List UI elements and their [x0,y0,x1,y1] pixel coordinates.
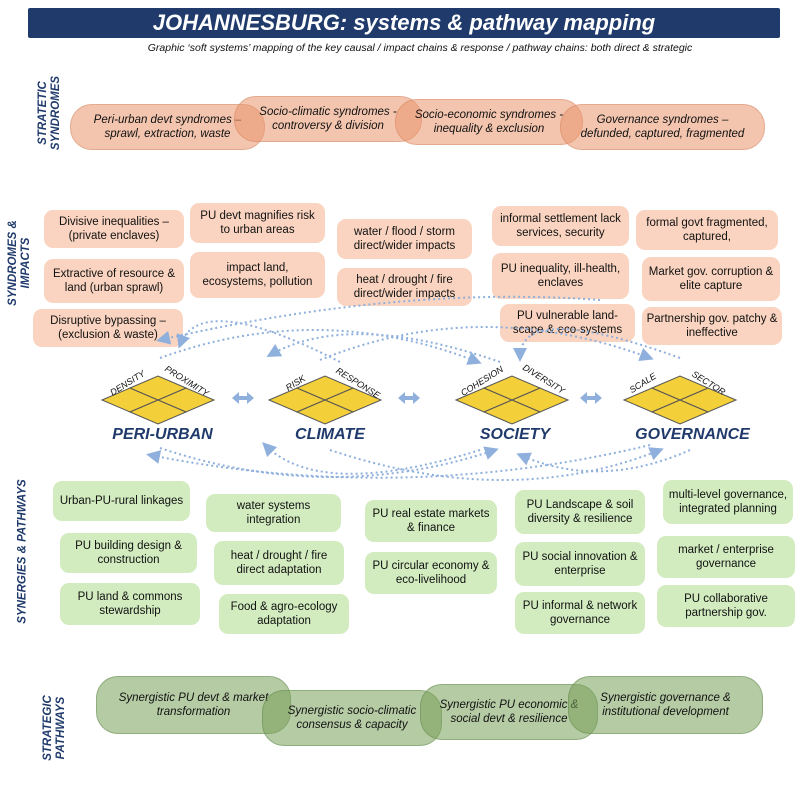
impact-box: Divisive inequalities – (private enclave… [44,210,184,248]
diamond-cell [295,399,355,425]
impact-box: PU devt magnifies risk to urban areas [190,203,325,243]
causal-arc [513,328,681,362]
node-governance: GOVERNANCE [635,426,750,443]
node-diamond [100,375,216,425]
node-climate: CLIMATE [295,426,365,443]
pathway-box: water systems integration [206,494,341,532]
node-society: SOCIETY [479,426,551,443]
pathway-box: Urban-PU-rural linkages [53,481,190,521]
diamond-cell [650,399,710,425]
causal-arc [156,295,601,345]
diamond-cell [295,375,355,401]
diamond-cell [482,399,542,425]
diamond-cell [128,399,188,425]
impact-box: PU inequality, ill-health, enclaves [492,253,629,299]
impact-box: Partnership gov. patchy & ineffective [642,307,782,345]
double-arrow-icon [398,392,420,404]
strategic-syndrome-socio-economic: Socio-economic syndromes - inequality & … [395,99,583,145]
pathway-box: heat / drought / fire direct adaptation [214,541,344,585]
diamond-cell [128,375,188,401]
strategic-syndrome-governance: Governance syndromes – defunded, capture… [560,104,765,150]
pathway-box: PU collaborative partnership gov. [657,585,795,627]
impact-box: informal settlement lack services, secur… [492,206,629,246]
node-peri-urban: PERI-URBAN [112,426,213,443]
causal-arc [319,326,654,362]
impact-box: impact land, ecosystems, pollution [190,252,325,298]
impact-box: PU vulnerable land-scape & eco-systems [500,304,635,342]
response-arc [159,446,499,478]
pathway-box: PU real estate markets & finance [365,500,497,542]
node-diamond [622,375,738,425]
impact-box: heat / drought / fire direct/wider impac… [337,268,472,306]
strategic-pathway-pu-devt: Synergistic PU devt & market transformat… [96,676,291,734]
pathway-box: PU Landscape & soil diversity & resilien… [515,490,645,534]
impact-box: formal govt fragmented, captured, [636,210,778,250]
double-arrow-icon [580,392,602,404]
pathway-box: PU land & commons stewardship [60,583,200,625]
node-diamond [454,375,570,425]
pathway-box: Food & agro-ecology adaptation [219,594,349,634]
pathway-box: multi-level governance, integrated plann… [663,480,793,524]
pathway-box: PU social innovation & enterprise [515,542,645,586]
node-diamond [267,375,383,425]
diamond-cell [650,375,710,401]
causal-arc [266,333,501,363]
response-arc [329,447,664,481]
strategic-syndrome-socio-climatic: Socio-climatic syndromes - controversy &… [234,96,422,142]
causal-arc [159,328,482,365]
impact-box: Market gov. corruption & elite capture [642,257,780,301]
impact-box: Extractive of resource & land (urban spr… [44,259,184,303]
page-subtitle: Graphic ‘soft systems’ mapping of the ke… [147,42,693,54]
strategic-pathway-socio-climatic: Synergistic socio-climatic consensus & c… [262,690,442,746]
response-arc [146,444,651,479]
causal-arc [176,320,341,363]
pathway-box: PU informal & network governance [515,592,645,634]
response-arc [262,442,481,475]
diamond-cell [482,375,542,401]
pathway-box: PU circular economy & eco-livelihood [365,552,497,594]
pathway-box: PU building design & construction [60,533,197,573]
strategic-pathway-governance: Synergistic governance & institutional d… [568,676,763,734]
impact-box: water / flood / storm direct/wider impac… [337,219,472,259]
response-arc [516,449,691,473]
pathway-box: market / enterprise governance [657,536,795,578]
page-title: JOHANNESBURG: systems & pathway mapping [28,8,780,38]
double-arrow-icon [232,392,254,404]
